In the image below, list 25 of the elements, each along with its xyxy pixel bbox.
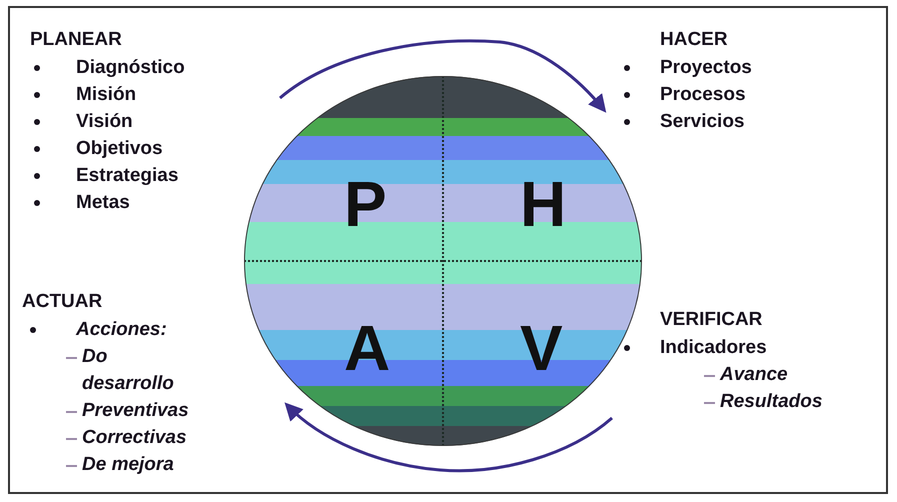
quadrant-letter: P xyxy=(344,172,387,236)
list-item: Visión xyxy=(76,110,133,134)
list-item: Proyectos xyxy=(660,56,752,80)
section-heading: HACER xyxy=(660,28,729,52)
quadrant-letter: H xyxy=(520,172,566,236)
list-item: De mejora xyxy=(82,453,174,477)
list-item: Indicadores xyxy=(660,336,767,360)
list-item: Servicios xyxy=(660,110,744,134)
section-heading: VERIFICAR xyxy=(660,308,764,332)
quadrant-letter: V xyxy=(520,316,563,380)
list-item: Correctivas xyxy=(82,426,187,450)
list-item: Acciones: xyxy=(76,318,167,342)
list-item: Resultados xyxy=(720,390,822,414)
list-item: Do desarrollo xyxy=(82,345,175,396)
list-item: Estrategias xyxy=(76,164,178,188)
section-heading: ACTUAR xyxy=(22,290,104,314)
list-item: Objetivos xyxy=(76,137,163,161)
quadrant-letter: A xyxy=(344,316,390,380)
list-item: Preventivas xyxy=(82,399,189,423)
list-item: Diagnóstico xyxy=(76,56,185,80)
list-item: Avance xyxy=(720,363,788,387)
list-item: Misión xyxy=(76,83,136,107)
list-item: Metas xyxy=(76,191,130,215)
section-heading: PLANEAR xyxy=(30,28,123,52)
list-item: Procesos xyxy=(660,83,746,107)
